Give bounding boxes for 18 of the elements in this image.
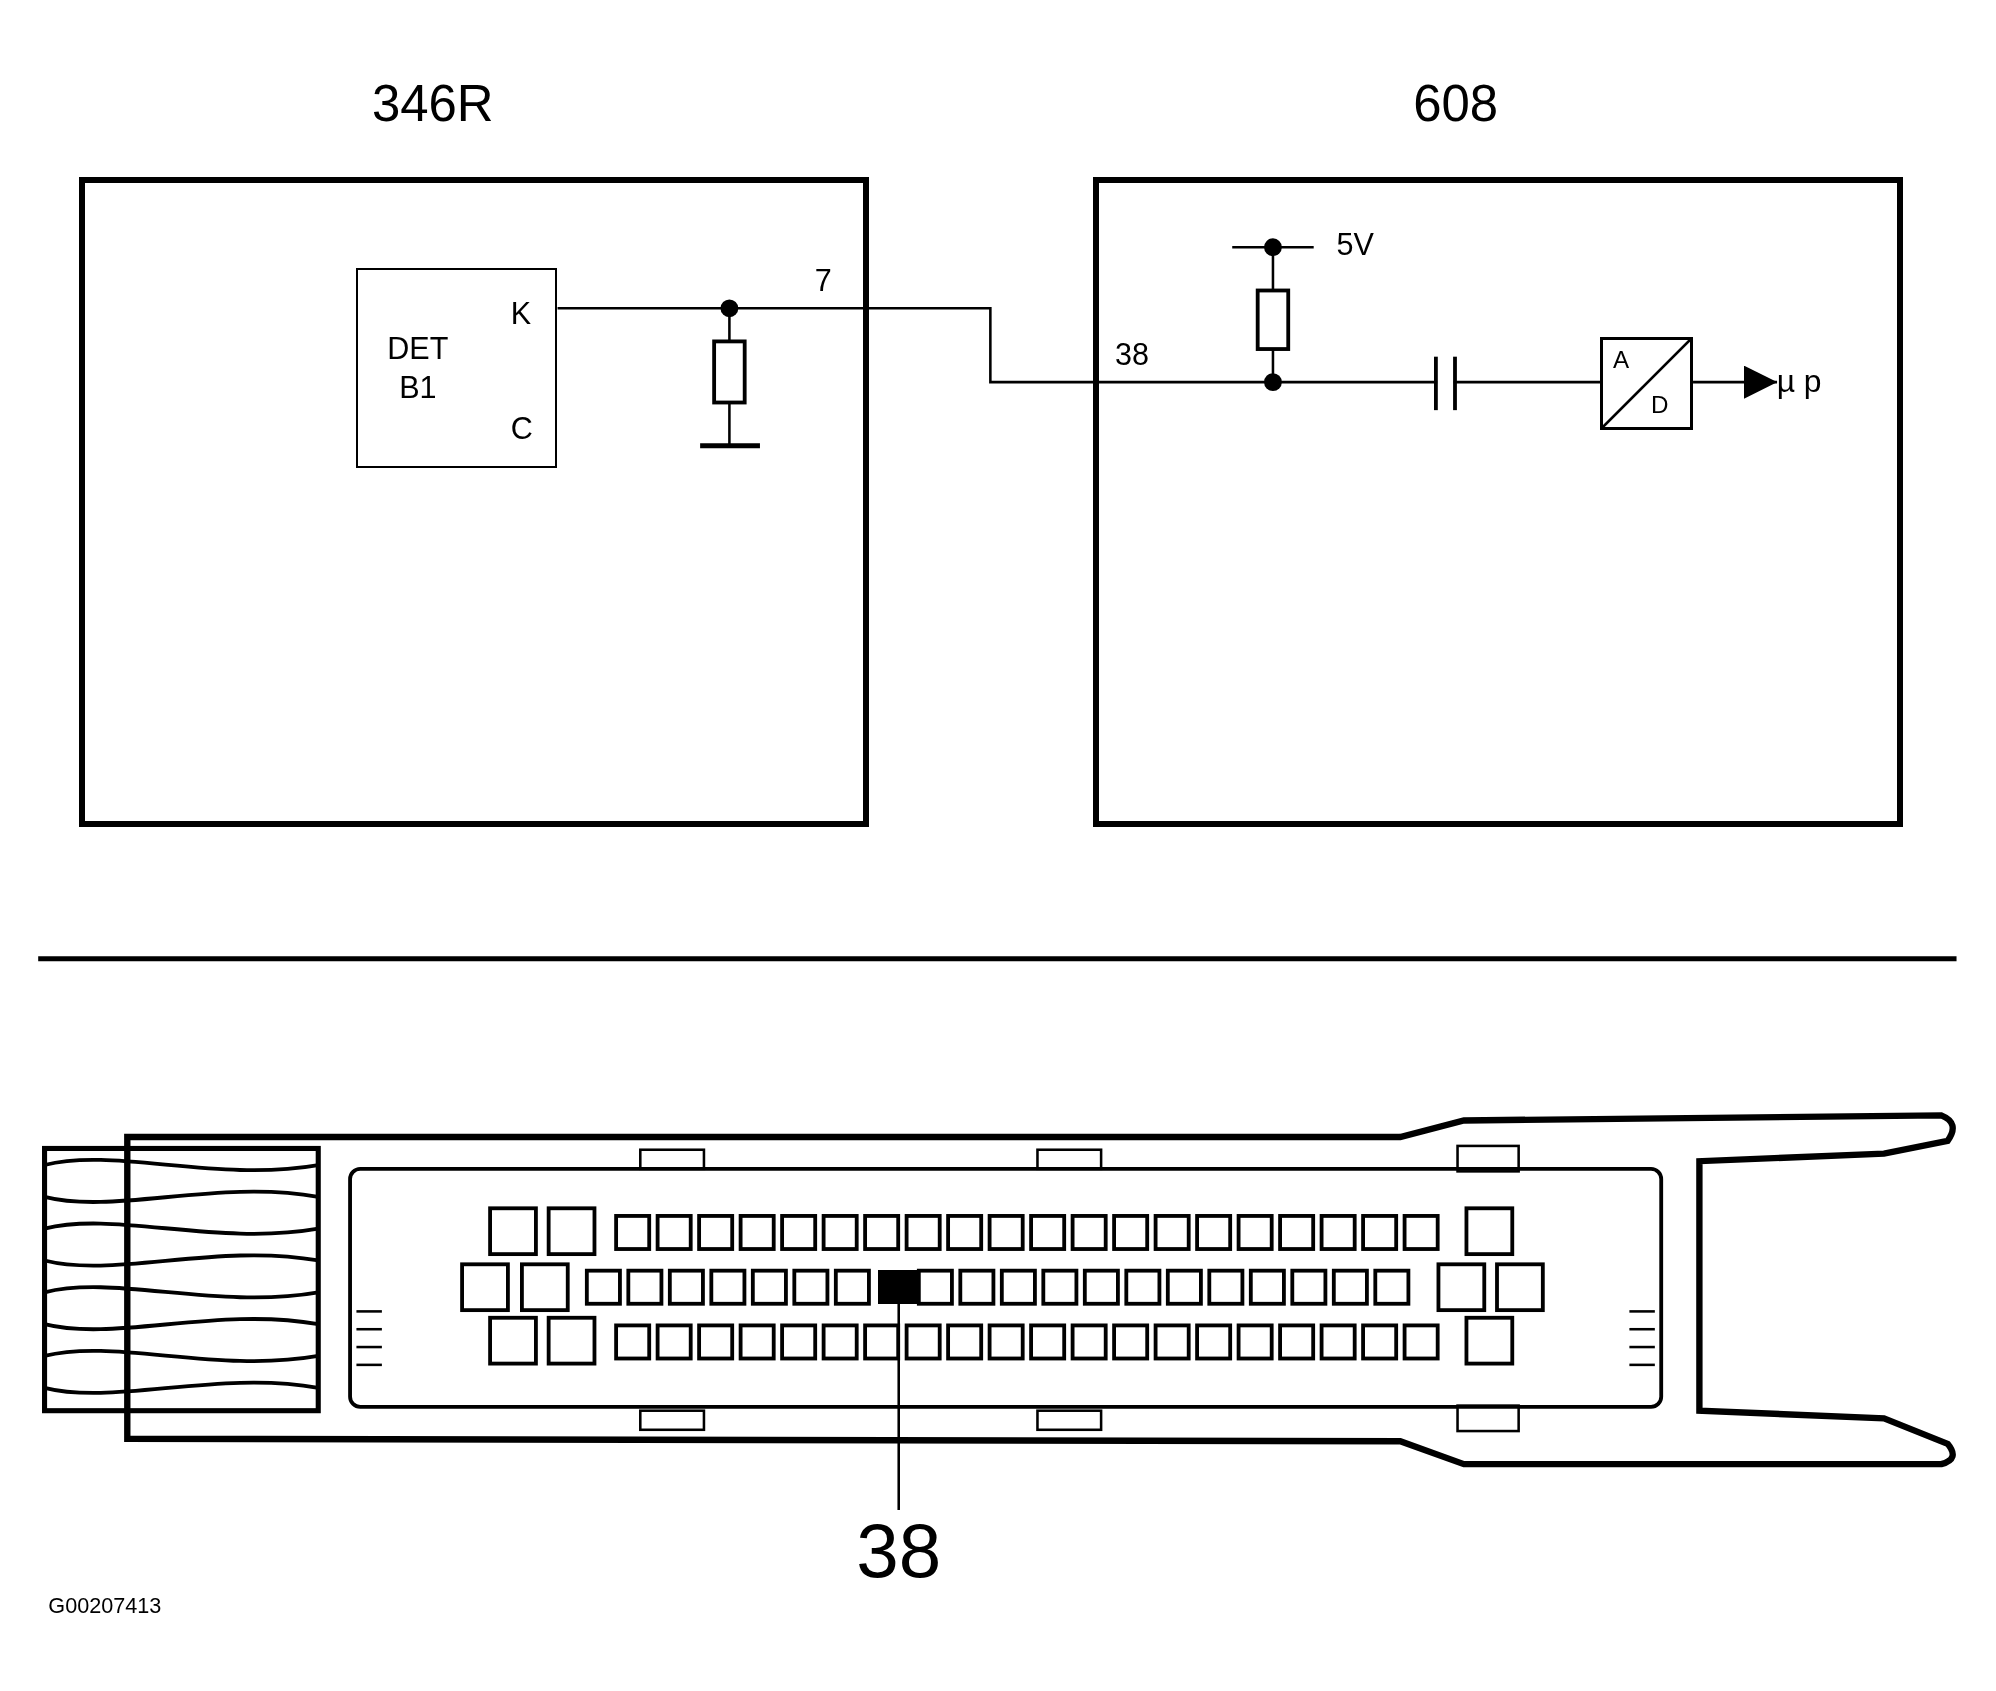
figure-code: G00207413: [48, 1595, 162, 1617]
terminal-label: K: [510, 298, 532, 329]
callout-number: 38: [845, 1509, 953, 1592]
voltage-label: 5V: [1336, 229, 1374, 260]
highlighted-pin-cavity: [878, 1270, 917, 1304]
module-title: 346R: [370, 78, 495, 130]
pin-number: 7: [814, 264, 832, 296]
converter-label: D: [1651, 393, 1669, 418]
wire: [557, 307, 1601, 384]
leader-line: [897, 1303, 900, 1510]
pin-number: 38: [1115, 338, 1150, 370]
signal-label: µ p: [1776, 363, 1851, 400]
converter-label: A: [1612, 347, 1630, 372]
signal-arrow: [1693, 365, 1778, 399]
sensor-box: [356, 268, 558, 469]
terminal-label: C: [510, 412, 533, 444]
component-label: DET B1: [386, 329, 450, 407]
module-title: 608: [1412, 78, 1500, 130]
